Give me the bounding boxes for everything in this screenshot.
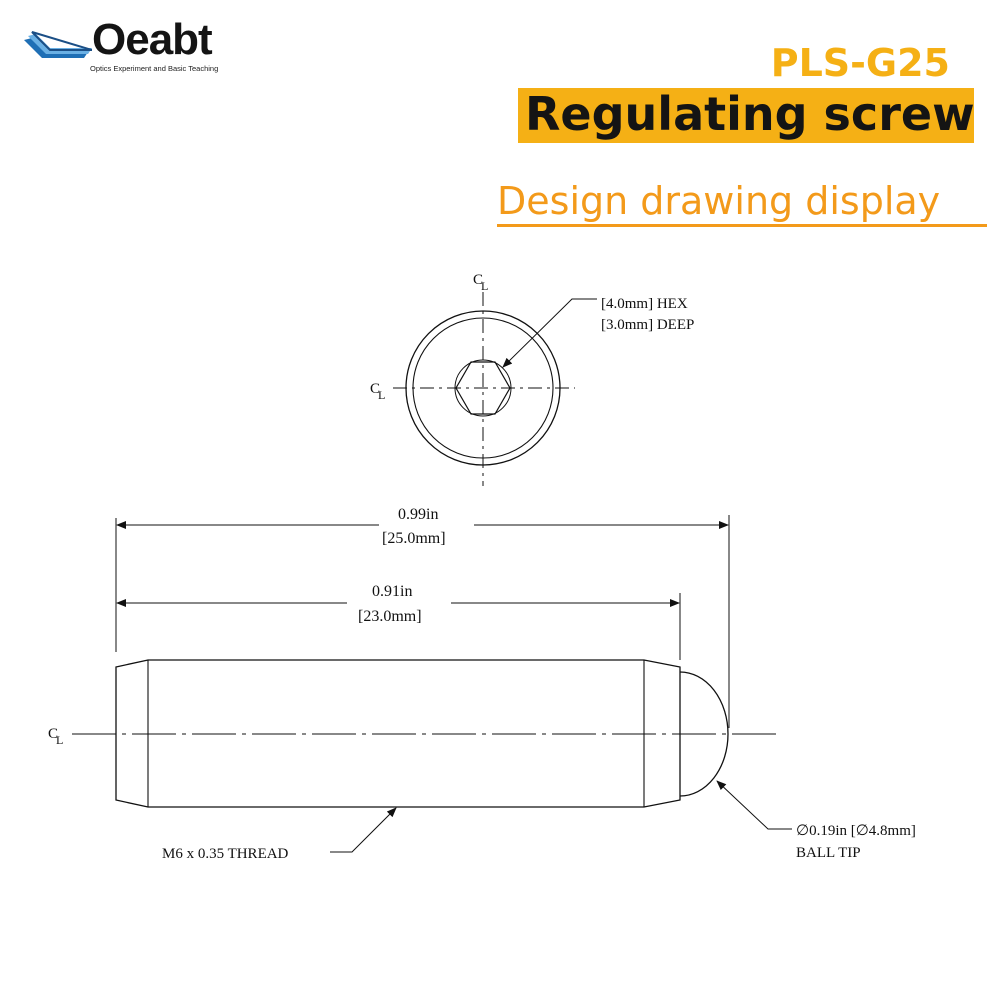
dim-overall-in: 0.99in bbox=[398, 506, 438, 523]
side-view: 0.99in [25.0mm] 0.91in [23.0mm] C L M6 x… bbox=[48, 506, 916, 862]
model-number: PLS-G25 bbox=[770, 41, 950, 85]
ball-tip-callout-leader bbox=[716, 780, 792, 830]
hex-callout-line2: [3.0mm] DEEP bbox=[601, 317, 694, 333]
ball-tip-label-line2: BALL TIP bbox=[796, 845, 861, 861]
hex-callout-leader bbox=[502, 298, 597, 368]
end-view: C L C L [4.0mm] HEX [3.0mm] DEEP bbox=[370, 272, 694, 486]
title-highlight bbox=[518, 88, 974, 143]
brand-tagline: Optics Experiment and Basic Teaching bbox=[90, 64, 219, 73]
page-subtitle: Design drawing display bbox=[497, 179, 941, 223]
dim-body-mm: [23.0mm] bbox=[358, 608, 422, 625]
brand-name: Oeabt bbox=[92, 15, 213, 64]
dim-overall-mm: [25.0mm] bbox=[382, 530, 446, 547]
ball-tip-label-line1: ∅0.19in [∅4.8mm] bbox=[796, 823, 916, 839]
thread-callout-leader bbox=[330, 807, 397, 853]
end-view-cl-top-sub: L bbox=[481, 279, 488, 293]
screw-body-outline bbox=[115, 659, 681, 808]
ball-tip bbox=[679, 671, 729, 797]
thread-label: M6 x 0.35 THREAD bbox=[162, 846, 289, 862]
side-view-cl-sub: L bbox=[56, 733, 63, 747]
logo-mark-icon bbox=[24, 31, 92, 58]
subtitle-underline bbox=[497, 224, 987, 227]
dim-body-in: 0.91in bbox=[372, 583, 412, 600]
brand-logo: Oeabt Optics Experiment and Basic Teachi… bbox=[22, 18, 262, 76]
side-view-cl: C bbox=[48, 726, 58, 742]
end-view-cl-left-sub: L bbox=[378, 388, 385, 402]
hex-callout-line1: [4.0mm] HEX bbox=[601, 296, 688, 312]
page-title: Regulating screw bbox=[525, 87, 975, 141]
end-view-cl-left: C bbox=[370, 381, 380, 397]
end-view-cl-top: C bbox=[473, 272, 483, 288]
